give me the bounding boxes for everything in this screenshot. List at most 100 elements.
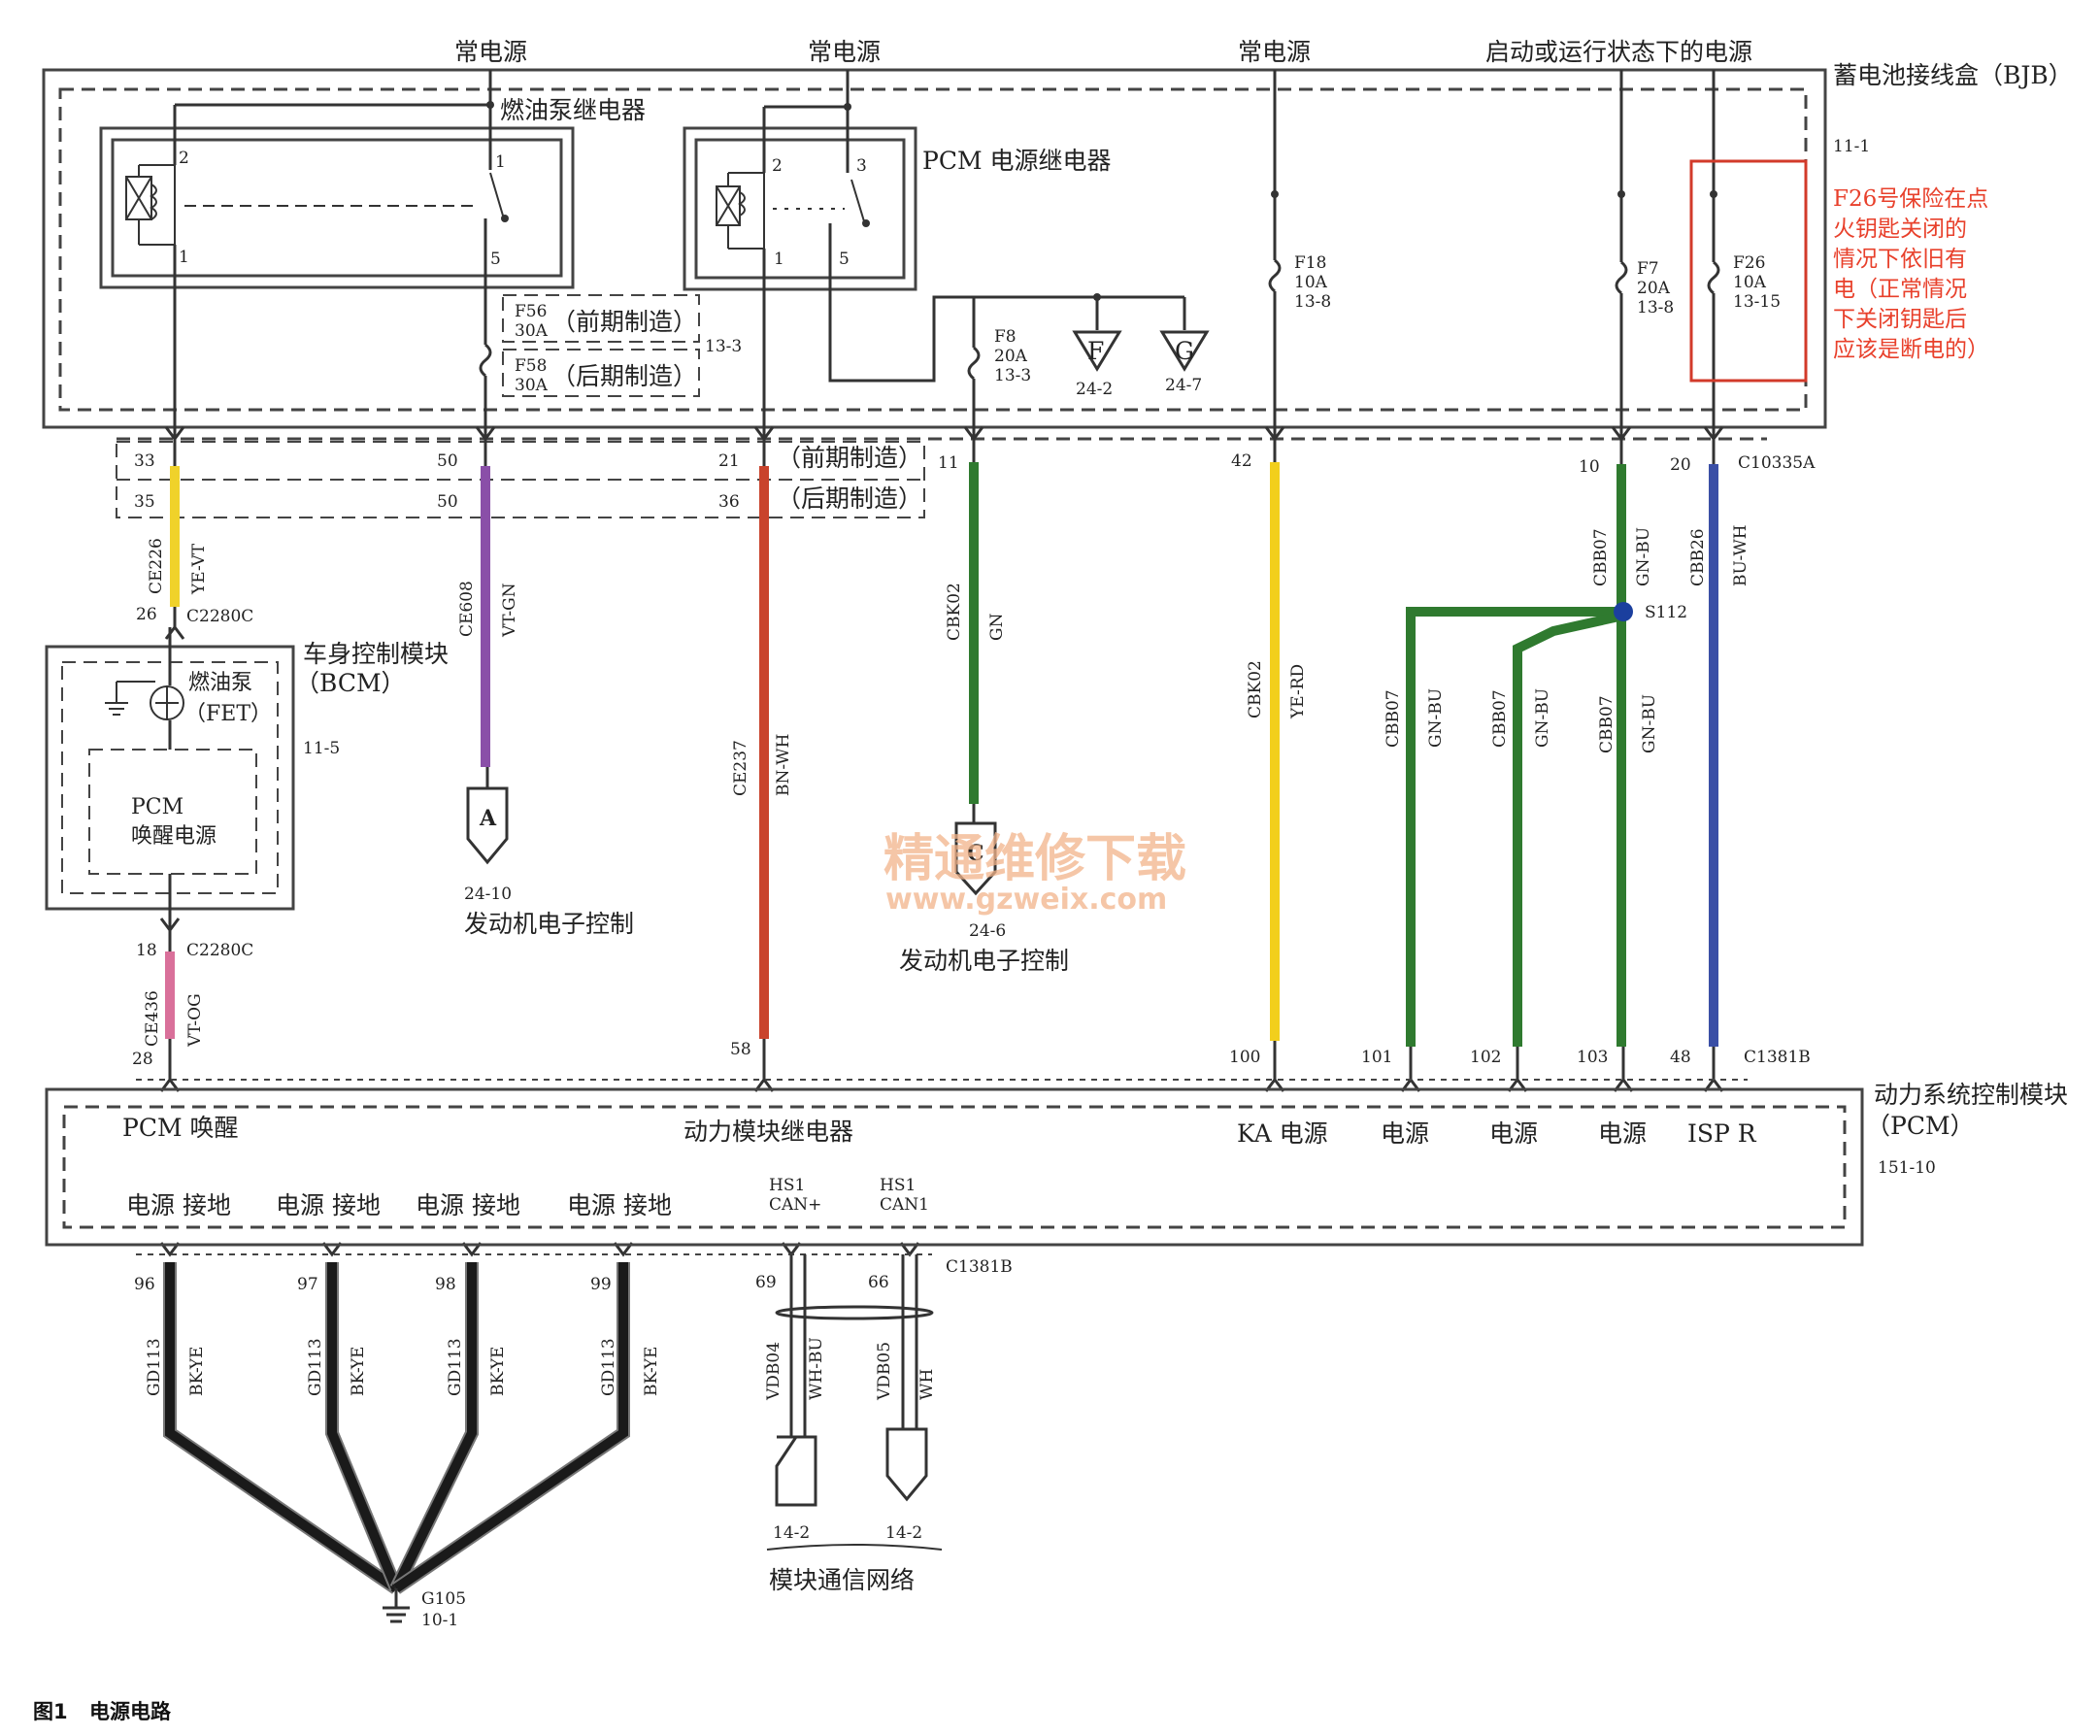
ground-wire-97-edge bbox=[325, 1262, 403, 1591]
ground-wire-96 bbox=[165, 1262, 399, 1593]
offpage-c-letter: C bbox=[967, 841, 984, 866]
source-label-1: 常电源 bbox=[454, 38, 527, 66]
svg-text:CBB26: CBB26 bbox=[1688, 528, 1708, 586]
bcm-abbr: （BCM） bbox=[295, 669, 406, 697]
offpage-connector-c bbox=[954, 821, 997, 896]
pcm-ka-power: KA 电源 bbox=[1237, 1119, 1328, 1148]
ground-wire-97 bbox=[327, 1262, 401, 1590]
arrow-98 bbox=[461, 1242, 483, 1257]
bcm-pcm: PCM bbox=[131, 795, 183, 819]
pin-35: 35 bbox=[134, 492, 155, 512]
arrow-50 bbox=[475, 426, 496, 442]
arrow-102 bbox=[1507, 1077, 1528, 1092]
svg-text:F26号保险在点: F26号保险在点 bbox=[1833, 186, 1988, 212]
fuse-f7-ref: 13-8 bbox=[1637, 298, 1674, 317]
fuse-f18-rating: 10A bbox=[1294, 273, 1328, 292]
arrow-20 bbox=[1703, 426, 1724, 442]
pcm-pin-103: 103 bbox=[1577, 1048, 1608, 1067]
fuel-relay-pin-1b: 1 bbox=[495, 152, 506, 172]
source-label-2: 常电源 bbox=[808, 38, 881, 66]
ground-wire-99 bbox=[393, 1262, 628, 1593]
arrow-21 bbox=[753, 426, 775, 442]
pcm-pin-66: 66 bbox=[868, 1273, 889, 1292]
ground-g-label: G bbox=[1175, 337, 1194, 365]
can-network-wires bbox=[766, 1254, 943, 1551]
svg-text:BK-YE: BK-YE bbox=[349, 1347, 368, 1396]
wire-vdb04: VDB04 bbox=[764, 1342, 783, 1401]
pcm-hs1-a: HS1 bbox=[769, 1176, 805, 1195]
svg-text:GD113: GD113 bbox=[306, 1338, 325, 1396]
fuse-f58-late: （后期制造） bbox=[551, 362, 697, 390]
pcm-title: 动力系统控制模块 bbox=[1874, 1081, 2068, 1109]
bjb-ref: 11-1 bbox=[1833, 137, 1870, 156]
svg-text:BK-YE: BK-YE bbox=[642, 1347, 661, 1396]
pin-36: 36 bbox=[718, 492, 740, 512]
svg-text:BN-WH: BN-WH bbox=[774, 734, 793, 796]
fuse-f56-early: （前期制造） bbox=[551, 308, 697, 336]
pcm-relay-pin-1: 1 bbox=[774, 250, 784, 269]
bcm-pin-26: 26 bbox=[136, 605, 157, 624]
fuse-f8-ref: 13-3 bbox=[994, 366, 1031, 385]
offpage-a-ref: 24-10 bbox=[464, 885, 512, 904]
pcm-ref: 151-10 bbox=[1878, 1158, 1936, 1178]
pcm-abbr: （PCM） bbox=[1866, 1112, 1975, 1140]
bcm-title: 车身控制模块 bbox=[303, 640, 449, 668]
fuel-pump-relay bbox=[99, 126, 575, 289]
svg-text:火钥匙关闭的: 火钥匙关闭的 bbox=[1833, 217, 1967, 242]
figure-title: 电源电路 bbox=[89, 1700, 172, 1723]
pcm-relay-label: PCM 电源继电器 bbox=[922, 147, 1112, 175]
source-label-4: 启动或运行状态下的电源 bbox=[1485, 38, 1752, 66]
svg-text:应该是断电的）: 应该是断电的） bbox=[1833, 337, 1989, 362]
pcm-pin-96: 96 bbox=[134, 1275, 155, 1294]
svg-text:电（正常情况: 电（正常情况 bbox=[1833, 277, 1967, 302]
connector-variant-box bbox=[116, 441, 925, 518]
fuel-relay-pin-2: 2 bbox=[179, 149, 189, 168]
svg-text:CBB07: CBB07 bbox=[1383, 689, 1403, 748]
wire-vdb04-color: WH-BU bbox=[807, 1337, 826, 1400]
fuse-f7-name: F7 bbox=[1637, 259, 1659, 279]
arrow-58 bbox=[753, 1077, 775, 1092]
svg-text:CE237: CE237 bbox=[731, 740, 750, 796]
svg-text:GN: GN bbox=[987, 613, 1007, 641]
svg-text:CBK02: CBK02 bbox=[1246, 660, 1265, 718]
splice-s112-label: S112 bbox=[1645, 603, 1687, 622]
svg-text:GD113: GD113 bbox=[145, 1338, 164, 1396]
bcm-box bbox=[45, 627, 295, 930]
pcm-can-plus: CAN+ bbox=[769, 1195, 821, 1215]
pcm-pg-97: 电源 接地 bbox=[276, 1191, 381, 1219]
pcm-isp-r: ISP R bbox=[1687, 1119, 1757, 1148]
bcm-fet: （FET） bbox=[184, 702, 272, 726]
ground-f-ref: 24-2 bbox=[1076, 380, 1113, 399]
fuse-f56-ref: 13-3 bbox=[705, 337, 742, 356]
ground-g-ref: 24-7 bbox=[1165, 376, 1202, 395]
ground-g105-ref: 10-1 bbox=[421, 1611, 458, 1630]
pcm-can1: CAN1 bbox=[880, 1195, 929, 1215]
svg-text:CBB07: CBB07 bbox=[1490, 689, 1510, 748]
pin-21: 21 bbox=[718, 451, 740, 471]
arrow-103 bbox=[1613, 1077, 1634, 1092]
fuel-relay-pin-5: 5 bbox=[490, 250, 501, 269]
svg-text:GN-BU: GN-BU bbox=[1634, 527, 1653, 586]
source-label-3: 常电源 bbox=[1238, 38, 1311, 66]
ground-wire-96-edge bbox=[163, 1262, 400, 1594]
svg-text:YE-RD: YE-RD bbox=[1288, 664, 1308, 719]
fuse-f7-rating: 20A bbox=[1637, 279, 1671, 298]
svg-text:GN-BU: GN-BU bbox=[1640, 694, 1659, 753]
arrow-96 bbox=[159, 1242, 181, 1257]
svg-text:BK-YE: BK-YE bbox=[187, 1347, 207, 1396]
ground-wire-98 bbox=[391, 1262, 477, 1591]
fuel-pump-relay-label: 燃油泵继电器 bbox=[500, 96, 646, 124]
pcm-wake-label: PCM 唤醒 bbox=[122, 1114, 239, 1142]
fuse-f8-rating: 20A bbox=[994, 347, 1028, 366]
svg-text:CE608: CE608 bbox=[457, 581, 477, 637]
wire-labels: CE226 YE-VT CE608 VT-GN CE237 BN-WH CBK0… bbox=[143, 524, 1750, 1048]
bcm-fuel-pump: 燃油泵 bbox=[188, 671, 252, 695]
arrow-100 bbox=[1264, 1077, 1285, 1092]
arrow-11 bbox=[963, 426, 984, 442]
pcm-pin-28: 28 bbox=[132, 1050, 153, 1069]
offpage-a-letter: A bbox=[479, 806, 497, 831]
ground-g105-name: G105 bbox=[421, 1589, 466, 1609]
pcm-pin-97: 97 bbox=[297, 1275, 318, 1294]
pcm-pg-99: 电源 接地 bbox=[567, 1191, 672, 1219]
pin-10: 10 bbox=[1579, 457, 1600, 477]
